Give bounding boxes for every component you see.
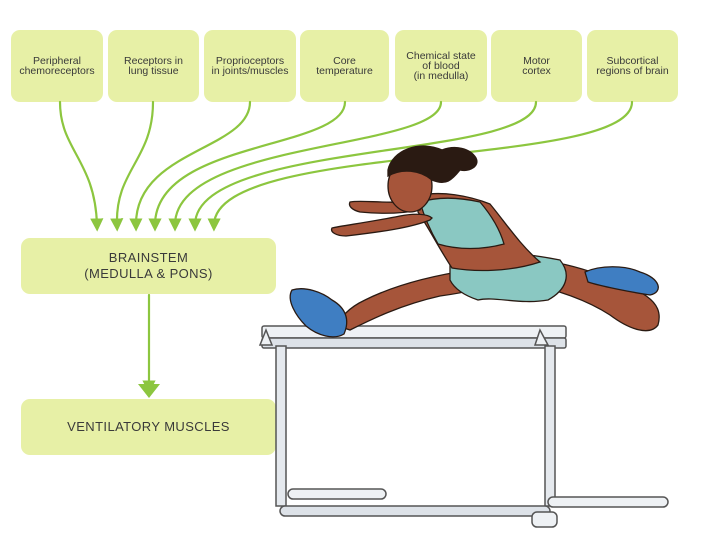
source-box-proprioceptors: Proprioceptors in joints/muscles (204, 30, 296, 102)
athlete-figure (289, 145, 660, 338)
source-box-peripheral-chemoreceptors: Peripheral chemoreceptors (11, 30, 103, 102)
source-label: Receptors in (124, 55, 183, 67)
arrow-motor (188, 100, 538, 232)
brainstem-box: BRAINSTEM (MEDULLA & PONS) (21, 238, 276, 294)
source-label: of blood (422, 60, 460, 72)
arrow-peripheral (58, 100, 104, 232)
arrowhead (138, 384, 160, 398)
source-label: Subcortical (606, 55, 659, 67)
source-box-motor-cortex: Motor cortex (491, 30, 582, 102)
brainstem-subtitle: (MEDULLA & PONS) (84, 266, 213, 281)
ventilatory-muscles-label: VENTILATORY MUSCLES (67, 419, 230, 434)
brainstem-title: BRAINSTEM (108, 250, 189, 265)
source-label: Motor (523, 55, 550, 67)
source-label: regions of brain (596, 65, 669, 77)
source-label: Peripheral (33, 55, 81, 67)
hurdle-icon (258, 325, 669, 528)
source-box-subcortical-regions: Subcortical regions of brain (587, 30, 678, 102)
source-label: lung tissue (128, 65, 179, 77)
source-box-receptors-lung: Receptors in lung tissue (108, 30, 199, 102)
source-box-chemical-state-blood: Chemical state of blood (in medulla) (395, 30, 487, 102)
source-label: Chemical state (406, 50, 476, 62)
source-label: (in medulla) (413, 70, 469, 82)
arrow-temperature (148, 100, 347, 232)
source-box-core-temperature: Core temperature (300, 30, 389, 102)
arrow-chemical (168, 100, 443, 232)
arrow-lung (110, 100, 155, 232)
source-label: Core (333, 55, 356, 67)
source-label: in joints/muscles (211, 65, 289, 77)
ventilatory-muscles-box: VENTILATORY MUSCLES (21, 399, 276, 455)
source-label: Proprioceptors (215, 55, 285, 67)
source-label: temperature (316, 65, 373, 77)
source-label: chemoreceptors (19, 65, 95, 77)
arrow-proprioceptors (129, 100, 252, 232)
source-label: cortex (522, 65, 551, 77)
